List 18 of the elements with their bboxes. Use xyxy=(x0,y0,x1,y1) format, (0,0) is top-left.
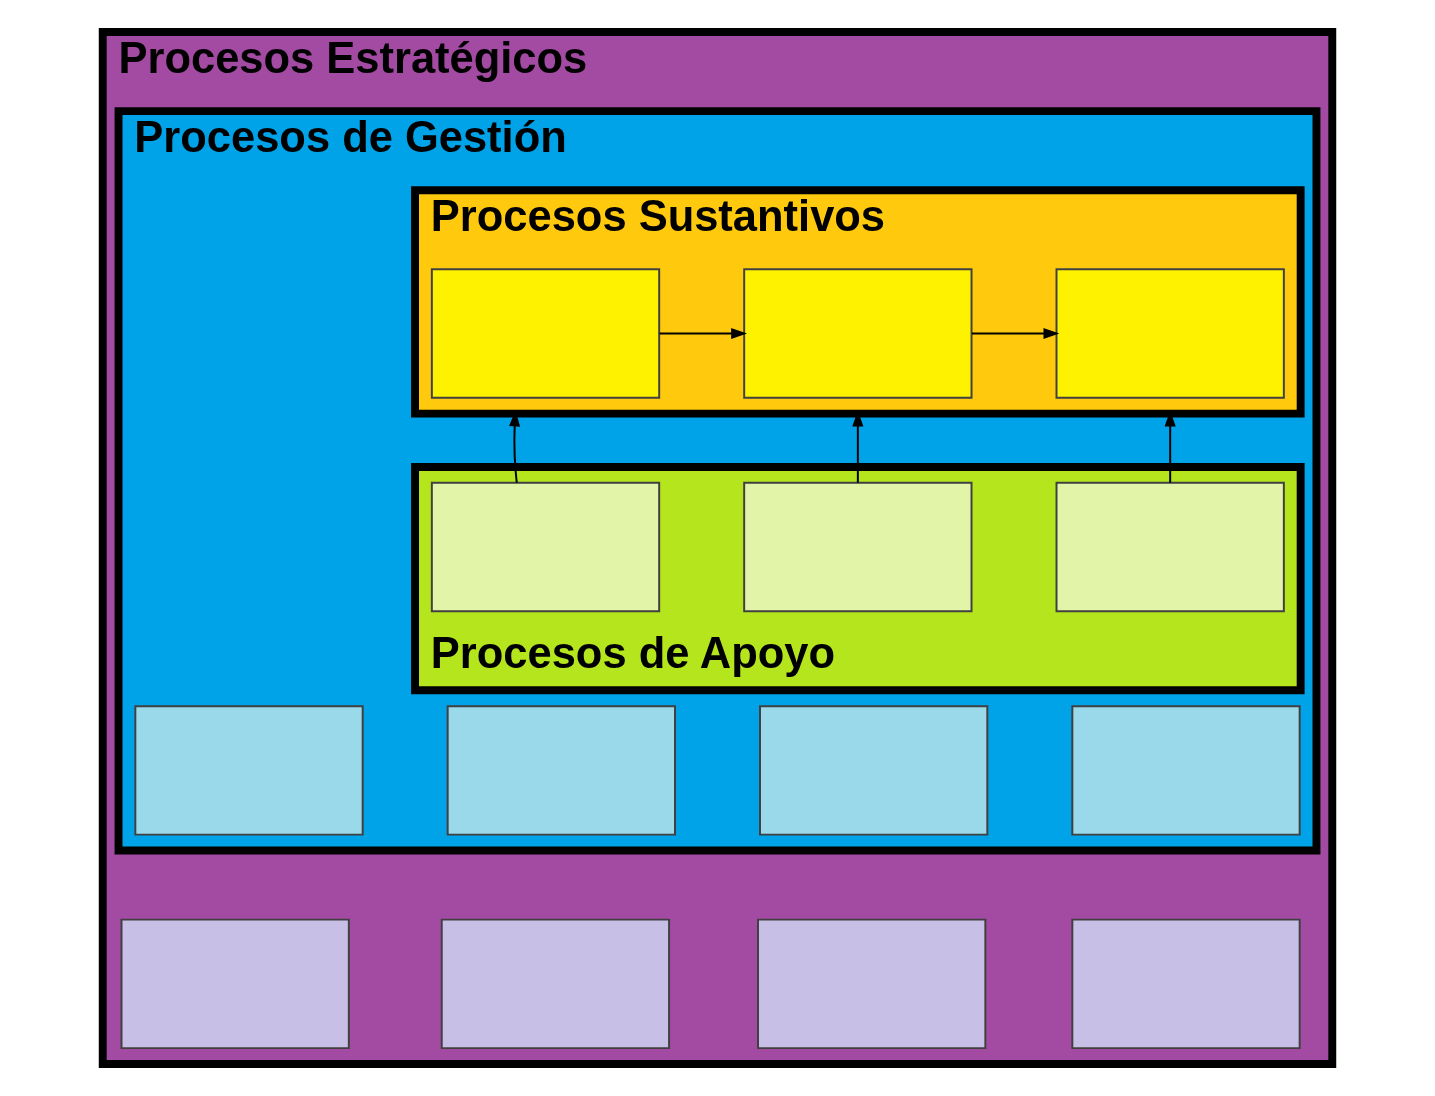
node-box xyxy=(743,268,973,399)
node-box xyxy=(1071,705,1301,836)
node-box xyxy=(134,705,364,836)
node-box xyxy=(743,481,973,613)
node-box xyxy=(1055,268,1285,399)
node-box xyxy=(440,918,671,1050)
node-box xyxy=(430,481,661,613)
cluster: Procesos Sustantivos xyxy=(411,186,1305,418)
node-box xyxy=(120,918,350,1050)
node-box xyxy=(1055,481,1285,613)
arrow xyxy=(970,327,1060,340)
arrow xyxy=(658,327,747,340)
node-box xyxy=(1071,918,1301,1050)
node-box xyxy=(430,268,661,399)
node-box xyxy=(759,705,989,836)
cluster: Procesos de Apoyo xyxy=(411,463,1305,695)
node-box xyxy=(446,705,676,836)
node-box xyxy=(757,918,987,1050)
